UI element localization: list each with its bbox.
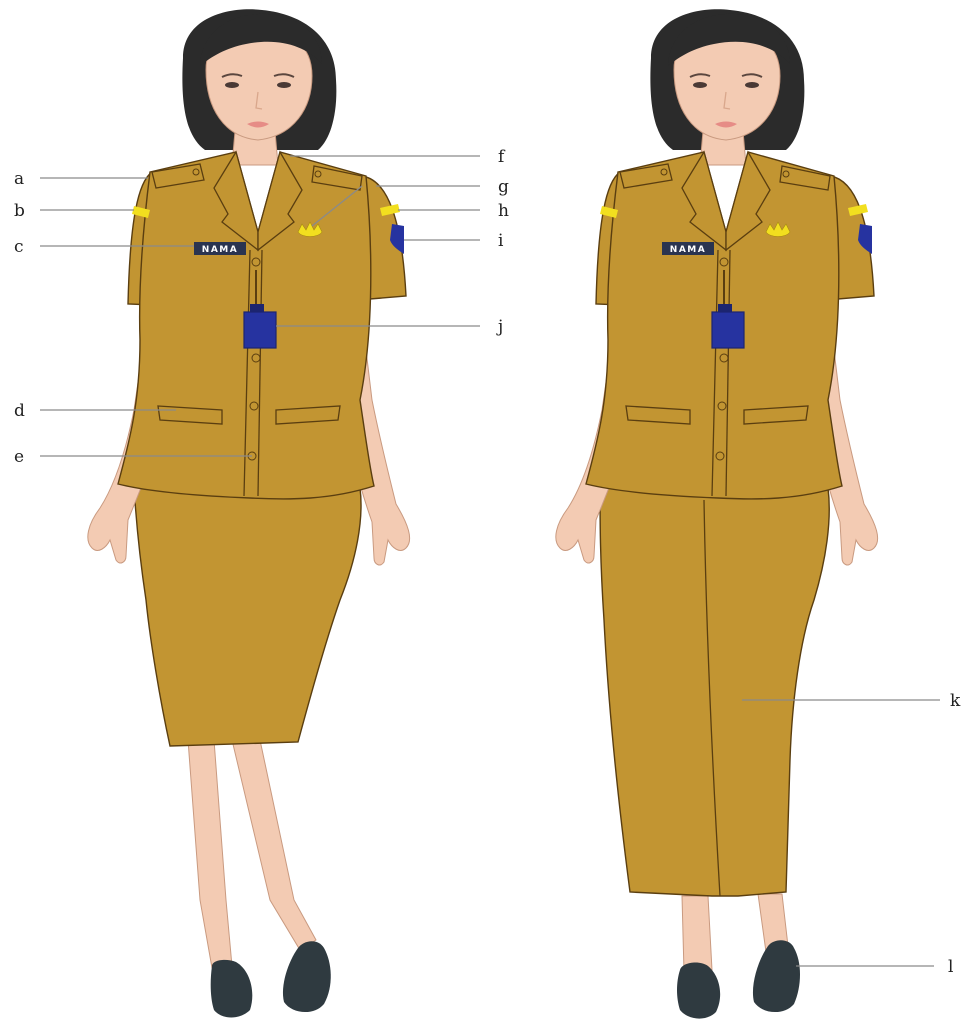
right-leg [232, 740, 316, 950]
shoe-right [283, 941, 331, 1012]
figure-trousers: NAMA [556, 9, 878, 1018]
label-i: i [498, 231, 504, 251]
label-l: l [948, 957, 953, 977]
label-h: h [498, 201, 509, 221]
label-j: j [496, 317, 503, 337]
trousers [600, 486, 829, 896]
shoe-right [753, 940, 800, 1012]
figure-skirt: NAMA [88, 9, 410, 1017]
label-g: g [498, 177, 509, 197]
left-ankle [682, 896, 712, 972]
label-c: c [14, 237, 24, 257]
uniform-top [88, 9, 410, 565]
name-tag: NAMA [670, 245, 706, 255]
label-b: b [14, 201, 25, 221]
label-d: d [14, 401, 25, 421]
left-leg [188, 740, 232, 968]
label-k: k [950, 691, 961, 711]
name-tag: NAMA [202, 245, 238, 255]
shoe-left [677, 963, 720, 1019]
label-e: e [14, 447, 24, 467]
shoe-left [211, 960, 253, 1018]
uniform-top [556, 9, 878, 565]
label-a: a [14, 169, 24, 189]
label-f: f [498, 147, 506, 167]
skirt [134, 486, 361, 746]
